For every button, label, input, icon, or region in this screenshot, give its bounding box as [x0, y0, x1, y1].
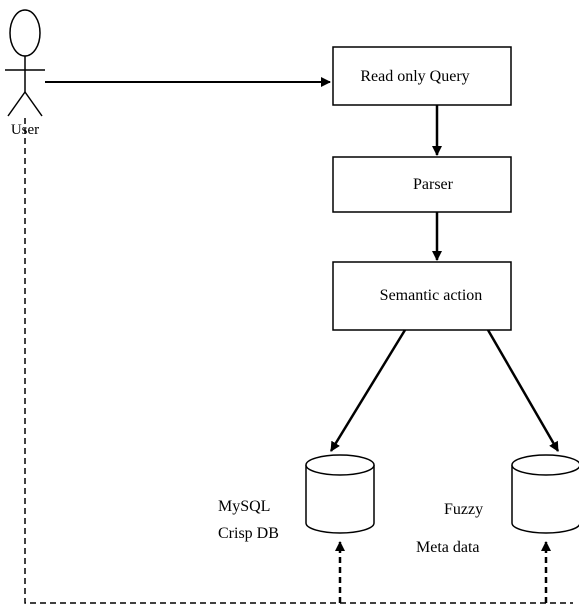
semantic-action-box: Semantic action: [332, 261, 512, 331]
fuzzy-db-label-line2: Meta data: [416, 539, 480, 556]
query-box: Read only Query: [332, 46, 512, 106]
database-cylinder-icon: [305, 454, 375, 534]
fuzzy-db-cylinder: [511, 454, 579, 534]
parser-box-label: Parser: [413, 176, 454, 193]
crisp-db-label: MySQL Crisp DB: [218, 498, 279, 542]
crisp-db-label-line2: Crisp DB: [218, 525, 279, 542]
crisp-db-cylinder: [305, 454, 375, 534]
database-cylinder-icon: [511, 454, 579, 534]
return-path-outer: [24, 118, 573, 604]
crisp-db-label-line1: MySQL: [218, 498, 270, 515]
return-path: [24, 118, 573, 604]
stick-figure-icon: [5, 9, 45, 117]
fuzzy-db-label: Fuzzy Meta data: [416, 501, 483, 556]
parser-box: Parser: [332, 156, 512, 213]
semantic-to-fuzzy-arrow: [486, 329, 560, 452]
semantic-action-label: Semantic action: [380, 287, 483, 304]
query-box-label: Read only Query: [360, 68, 469, 85]
fuzzy-db-label-line1: Fuzzy: [444, 501, 483, 518]
semantic-to-crisp-arrow: [329, 329, 407, 452]
